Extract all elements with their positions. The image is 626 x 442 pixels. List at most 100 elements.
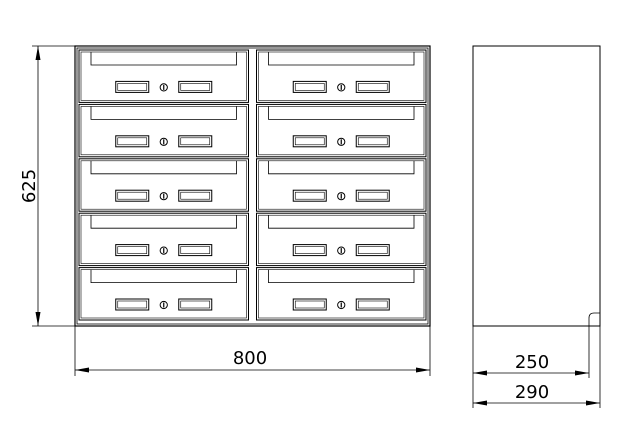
compartment-door xyxy=(256,103,427,158)
width-label: 800 xyxy=(233,348,267,369)
lock-icon xyxy=(337,246,346,255)
compartment-door-inner xyxy=(258,51,425,101)
compartment-door xyxy=(256,267,427,321)
side-outline xyxy=(472,45,601,327)
name-plate-right xyxy=(355,298,390,311)
width-arrow-right xyxy=(416,367,430,373)
compartment-door-inner xyxy=(80,214,247,264)
width-arrow-left xyxy=(75,367,89,373)
name-plate-left xyxy=(115,80,150,93)
name-plate-left xyxy=(115,244,150,257)
compartment-door-inner xyxy=(80,269,247,319)
lock-icon xyxy=(159,83,168,92)
lock-icon xyxy=(159,300,168,310)
cabinet-outline xyxy=(74,45,431,327)
name-plate-left-inner xyxy=(294,137,325,146)
name-plate-right xyxy=(355,244,390,257)
letter-slot xyxy=(268,215,415,229)
letter-slot xyxy=(90,269,237,283)
compartment-door-inner xyxy=(258,106,425,156)
lock-icon xyxy=(159,192,168,201)
compartment-door xyxy=(78,267,249,321)
name-plate-left-inner xyxy=(117,83,148,91)
name-plate-left-inner xyxy=(117,137,148,146)
name-plate-left xyxy=(292,244,327,257)
inner-depth-arrow-right xyxy=(575,370,589,376)
name-plate-right xyxy=(355,189,390,202)
width-dimension: 800 xyxy=(74,326,431,376)
name-plate-right xyxy=(355,80,390,93)
height-arrow-top xyxy=(35,46,41,60)
side-view xyxy=(472,45,601,327)
compartment-door-inner xyxy=(80,51,247,101)
name-plate-left-inner xyxy=(294,191,325,200)
name-plate-left-inner xyxy=(294,246,325,254)
name-plate-right-inner xyxy=(357,191,388,200)
name-plate-right-inner xyxy=(180,137,211,146)
name-plate-left xyxy=(292,189,327,202)
name-plate-right xyxy=(178,189,213,202)
name-plate-left xyxy=(292,135,327,148)
compartment-door xyxy=(78,103,249,158)
name-plate-right xyxy=(355,135,390,148)
name-plate-right xyxy=(178,244,213,257)
letter-slot xyxy=(268,269,415,283)
compartment-door xyxy=(256,212,427,267)
depth-label: 290 xyxy=(515,382,549,403)
letter-slot xyxy=(268,52,415,66)
name-plate-left xyxy=(115,135,150,148)
lock-icon xyxy=(159,137,168,146)
letter-slot xyxy=(90,106,237,120)
compartment-door xyxy=(78,158,249,212)
height-label: 625 xyxy=(19,169,40,203)
name-plate-left-inner xyxy=(294,300,325,309)
lock-icon xyxy=(337,300,346,310)
letter-slot xyxy=(90,215,237,229)
name-plate-left xyxy=(115,298,150,311)
depth-arrow-left xyxy=(473,400,487,406)
name-plate-right-inner xyxy=(357,83,388,91)
letter-slot xyxy=(90,52,237,66)
name-plate-left xyxy=(115,189,150,202)
name-plate-right-inner xyxy=(180,191,211,200)
name-plate-right-inner xyxy=(180,300,211,309)
compartment-door-inner xyxy=(80,106,247,156)
compartment-door-inner xyxy=(258,269,425,319)
name-plate-right-inner xyxy=(357,300,388,309)
side-back-flange xyxy=(588,312,600,326)
letter-slot xyxy=(90,160,237,175)
height-dimension: 625 xyxy=(19,45,75,327)
depth-arrow-right xyxy=(586,400,600,406)
lock-icon xyxy=(337,192,346,201)
compartment-door xyxy=(256,158,427,212)
front-view xyxy=(74,45,431,327)
compartment-door-inner xyxy=(258,160,425,210)
name-plate-left-inner xyxy=(294,83,325,91)
lock-icon xyxy=(337,137,346,146)
name-plate-right xyxy=(178,135,213,148)
name-plate-left xyxy=(292,298,327,311)
lock-icon xyxy=(337,83,346,92)
compartment-door-inner xyxy=(80,160,247,210)
cabinet-inner-frame xyxy=(76,47,429,325)
compartment-door xyxy=(78,49,249,103)
compartment-grid xyxy=(78,49,427,321)
name-plate-right-inner xyxy=(180,83,211,91)
letter-slot xyxy=(268,106,415,120)
lock-icon xyxy=(159,246,168,255)
name-plate-left-inner xyxy=(117,191,148,200)
compartment-door xyxy=(256,49,427,103)
height-arrow-bottom xyxy=(35,312,41,326)
depth-dimensions: 250 290 xyxy=(472,326,601,408)
inner-depth-arrow-left xyxy=(473,370,487,376)
name-plate-right-inner xyxy=(357,137,388,146)
name-plate-left xyxy=(292,80,327,93)
name-plate-right-inner xyxy=(357,246,388,254)
compartment-door xyxy=(78,212,249,267)
name-plate-right-inner xyxy=(180,246,211,254)
name-plate-left-inner xyxy=(117,246,148,254)
inner-depth-label: 250 xyxy=(515,352,549,373)
letter-slot xyxy=(268,160,415,175)
name-plate-right xyxy=(178,80,213,93)
